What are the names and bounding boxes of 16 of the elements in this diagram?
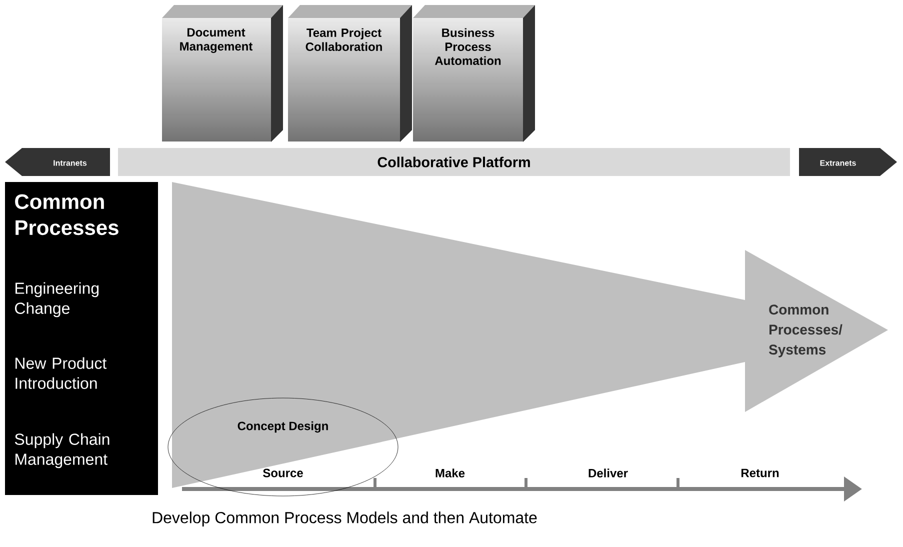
- phase-label: Make: [436, 468, 465, 478]
- phase-label: Source: [263, 468, 303, 478]
- process-panel: Common Processes Engineering Change New Product Introduction Supply Chain Management: [5, 182, 158, 495]
- phase-label: Deliver: [588, 468, 628, 478]
- node-label: Business Process Automation: [434, 28, 501, 66]
- node-label: Team Project Collaboration: [306, 28, 382, 52]
- cube-box: Document Management: [162, 5, 283, 142]
- phase-label: Return: [741, 468, 779, 478]
- right-arrow-tag: Extranets: [799, 148, 897, 176]
- arrow-text: Common Processes/ Systems: [768, 304, 842, 358]
- caption: Develop Common Process Models and then Automate: [152, 512, 537, 526]
- node-label: Document Management: [180, 28, 253, 53]
- cube-box: Team Project Collaboration: [288, 5, 412, 142]
- left-arrow-tag: Intranets: [5, 148, 110, 176]
- platform-band: Collaborative Platform: [118, 148, 790, 176]
- cube-box: Business Process Automation: [413, 5, 535, 142]
